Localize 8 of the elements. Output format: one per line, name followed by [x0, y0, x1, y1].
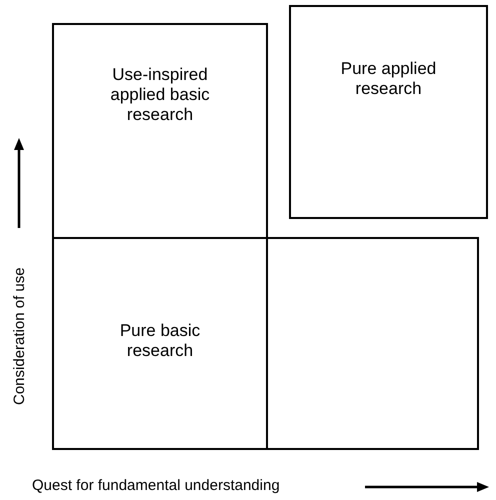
axis-label: Consideration of use	[11, 267, 28, 405]
quadrant-box	[52, 237, 268, 450]
axis-label: Quest for fundamental understanding	[32, 477, 280, 494]
quadrant-label: Use-inspired applied basic research	[109, 65, 211, 125]
quadrant-label: Pure applied research	[340, 59, 438, 99]
quadrant-box	[289, 5, 488, 219]
quadrant-label: Pure basic research	[118, 321, 202, 361]
quadrant-box	[52, 23, 268, 239]
